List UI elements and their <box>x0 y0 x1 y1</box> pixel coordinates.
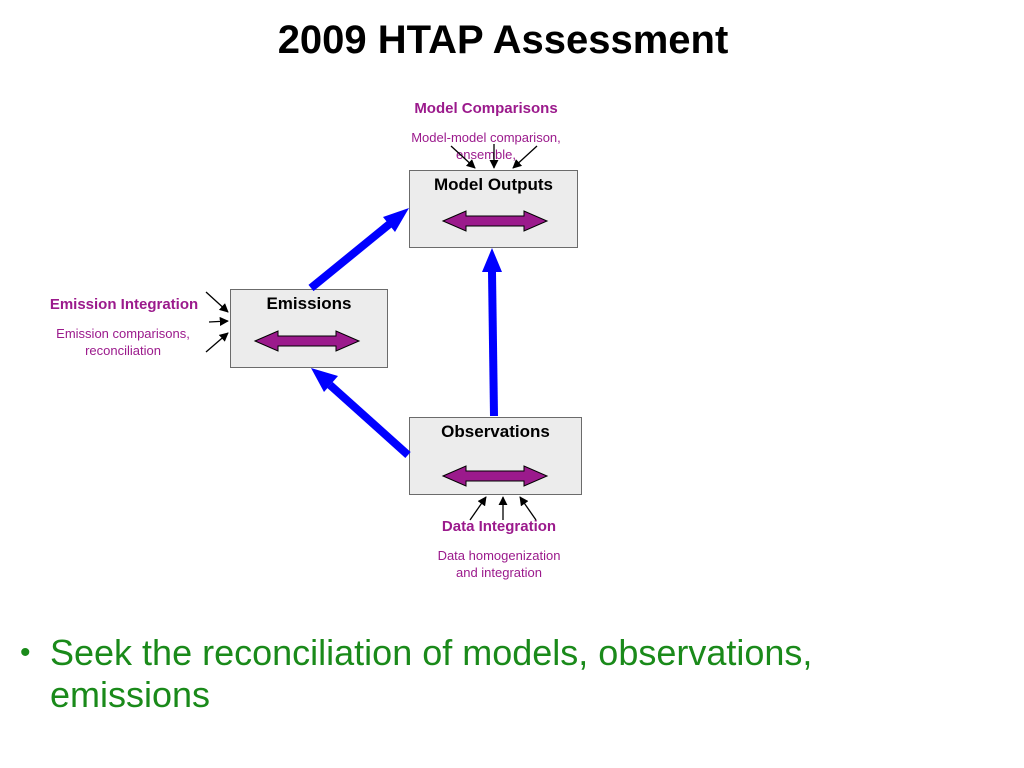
observations-to-model-outputs-arrow <box>482 248 502 417</box>
double-arrow-icon <box>253 330 361 352</box>
model-comparisons-detail: Model-model comparison, ensemble, <box>411 130 561 162</box>
bullet-text: Seek the reconciliation of models, obser… <box>50 632 813 715</box>
emission-integration-detail-line1: Emission comparisons, <box>56 326 190 341</box>
observations-to-emissions-arrow <box>311 368 411 458</box>
bullet-dot-icon: • <box>20 636 31 669</box>
input-arrows-model-outputs <box>450 144 538 169</box>
input-arrows-emissions <box>205 291 229 353</box>
emissions-to-model-outputs-arrow <box>308 208 409 292</box>
emissions-label: Emissions <box>266 294 352 313</box>
emission-integration-detail-line2: reconciliation <box>85 343 161 358</box>
model-outputs-label: Model Outputs <box>434 175 553 194</box>
double-arrow-icon <box>441 210 549 232</box>
model-comparisons-heading: Model Comparisons <box>414 100 558 117</box>
emission-integration-heading: Emission Integration <box>49 296 199 313</box>
input-arrows-observations <box>469 496 537 521</box>
model-outputs-node: Model Outputs <box>409 170 578 248</box>
observations-node: Observations <box>409 417 582 495</box>
data-integration-heading: Data Integration <box>441 518 557 535</box>
observations-label: Observations <box>441 422 550 441</box>
bullet-item: • Seek the reconciliation of models, obs… <box>20 632 980 716</box>
emissions-node: Emissions <box>230 289 388 368</box>
double-arrow-icon <box>441 465 549 487</box>
data-integration-detail-line2: and integration <box>455 565 542 580</box>
slide-title: 2009 HTAP Assessment <box>277 18 729 62</box>
data-integration-detail-line1: Data homogenization <box>437 548 561 563</box>
